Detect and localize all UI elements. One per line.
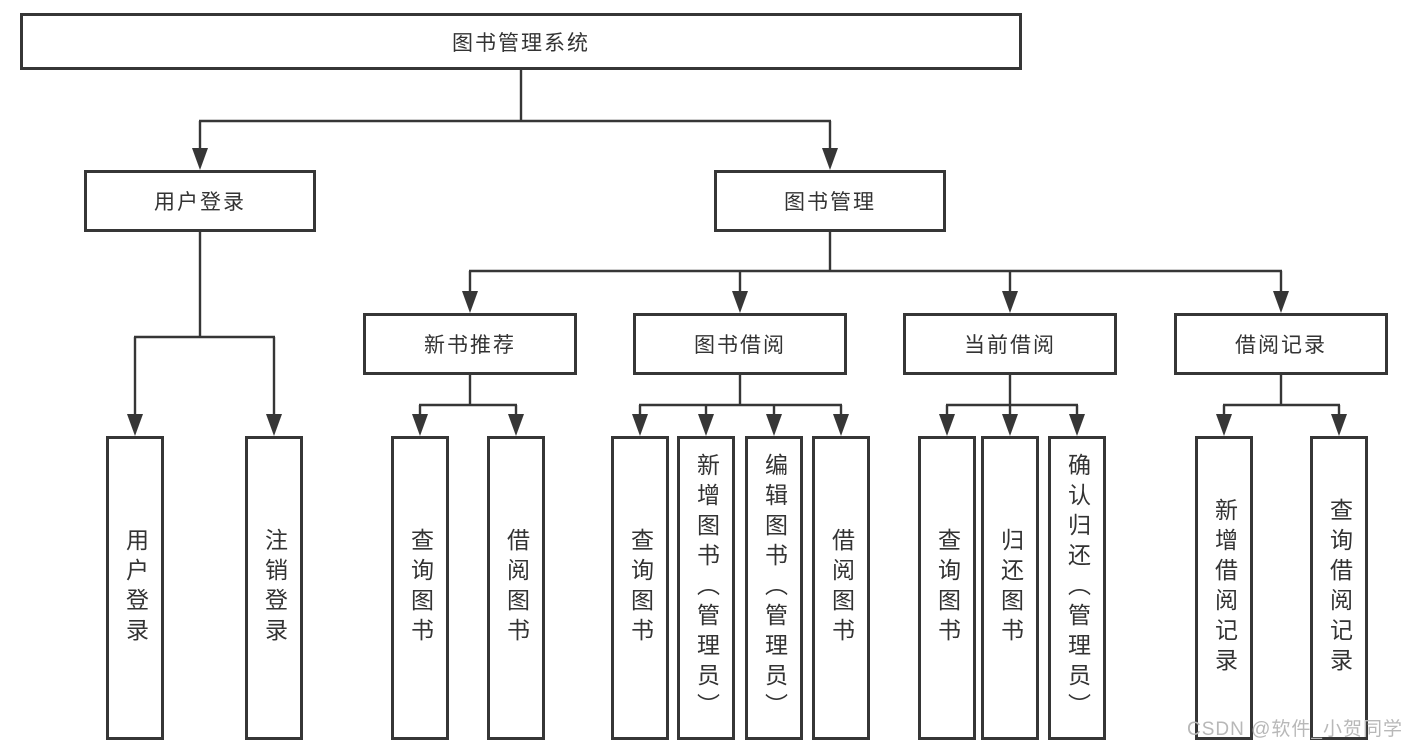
arrowhead [1069,414,1085,436]
leaf-query-borrow-record: 查询借阅记录 [1310,436,1368,740]
arrowhead [1273,291,1289,313]
leaf-edit-books-admin: 编辑图书（管理员） [745,436,803,740]
arrowhead [732,291,748,313]
leaf-borrow-books-recommend: 借阅图书 [487,436,545,740]
leaf-return-books: 归还图书 [981,436,1039,740]
leaf-borrow-books: 借阅图书 [812,436,870,740]
leaf-add-books-admin: 新增图书（管理员） [677,436,735,740]
arrowhead [192,148,208,170]
arrowhead [1002,291,1018,313]
arrowhead [632,414,648,436]
arrowhead [698,414,714,436]
node-current-borrow: 当前借阅 [903,313,1117,375]
node-root-library-system: 图书管理系统 [20,13,1022,70]
leaf-logout: 注销登录 [245,436,303,740]
arrowhead [1002,414,1018,436]
arrowhead [1331,414,1347,436]
node-user-login: 用户登录 [84,170,316,232]
node-book-management: 图书管理 [714,170,946,232]
arrowhead [266,414,282,436]
node-borrow-records: 借阅记录 [1174,313,1388,375]
node-new-book-recommend: 新书推荐 [363,313,577,375]
leaf-query-books-current: 查询图书 [918,436,976,740]
arrowhead [412,414,428,436]
leaf-add-borrow-record: 新增借阅记录 [1195,436,1253,740]
arrowhead [508,414,524,436]
leaf-user-login: 用户登录 [106,436,164,740]
leaf-query-books-borrow: 查询图书 [611,436,669,740]
arrowhead [1216,414,1232,436]
csdn-watermark: CSDN @软件_小贺同学 [1187,719,1403,740]
arrowhead [833,414,849,436]
connector-path [133,70,1341,418]
arrowhead [939,414,955,436]
leaf-query-books-recommend: 查询图书 [391,436,449,740]
node-book-borrow: 图书借阅 [633,313,847,375]
arrowhead [127,414,143,436]
arrowhead [822,148,838,170]
arrowhead [462,291,478,313]
arrowhead [766,414,782,436]
leaf-confirm-return-admin: 确认归还（管理员） [1048,436,1106,740]
